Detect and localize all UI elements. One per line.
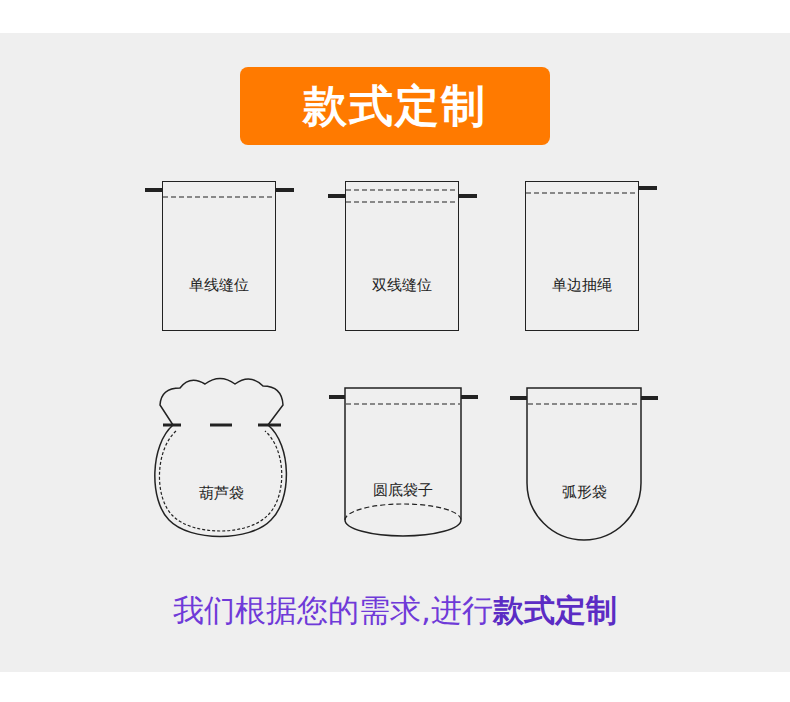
bag-outline — [343, 386, 463, 538]
bag-outline-path — [159, 431, 281, 531]
caption-text: 款式定制 — [493, 590, 617, 632]
bag-outline-path — [345, 504, 461, 520]
bag-style-box: 圆底袋子 — [343, 386, 463, 538]
bag-style-label: 葫芦袋 — [150, 483, 292, 503]
bag-outline — [150, 372, 292, 542]
bag-style-box: 单边抽绳 — [525, 181, 639, 331]
bag-outline-path — [345, 388, 461, 536]
bag-style-box: 葫芦袋 — [150, 372, 292, 542]
bag-style-box: 单线缝位 — [162, 181, 276, 331]
bag-style-label: 弧形袋 — [525, 482, 643, 502]
bag-style-label: 单线缝位 — [163, 275, 275, 295]
bag-style-box: 双线缝位 — [345, 181, 459, 331]
grey-panel — [0, 33, 790, 672]
title-box: 款式定制 — [240, 67, 550, 145]
bag-style-box: 弧形袋 — [525, 386, 643, 542]
bag-details — [145, 188, 658, 530]
bag-outline-path — [155, 379, 287, 537]
bag-style-label: 圆底袋子 — [343, 480, 463, 500]
bag-style-label: 单边抽绳 — [526, 275, 638, 295]
title-text: 款式定制 — [303, 77, 487, 136]
bag-outline — [525, 386, 643, 542]
bag-outline-path — [527, 388, 641, 540]
caption-row: 我们根据您的需求,进行款式定制 — [0, 590, 790, 632]
bag-style-label: 双线缝位 — [346, 275, 458, 295]
caption-text: 我们根据您的需求,进行 — [173, 590, 493, 632]
